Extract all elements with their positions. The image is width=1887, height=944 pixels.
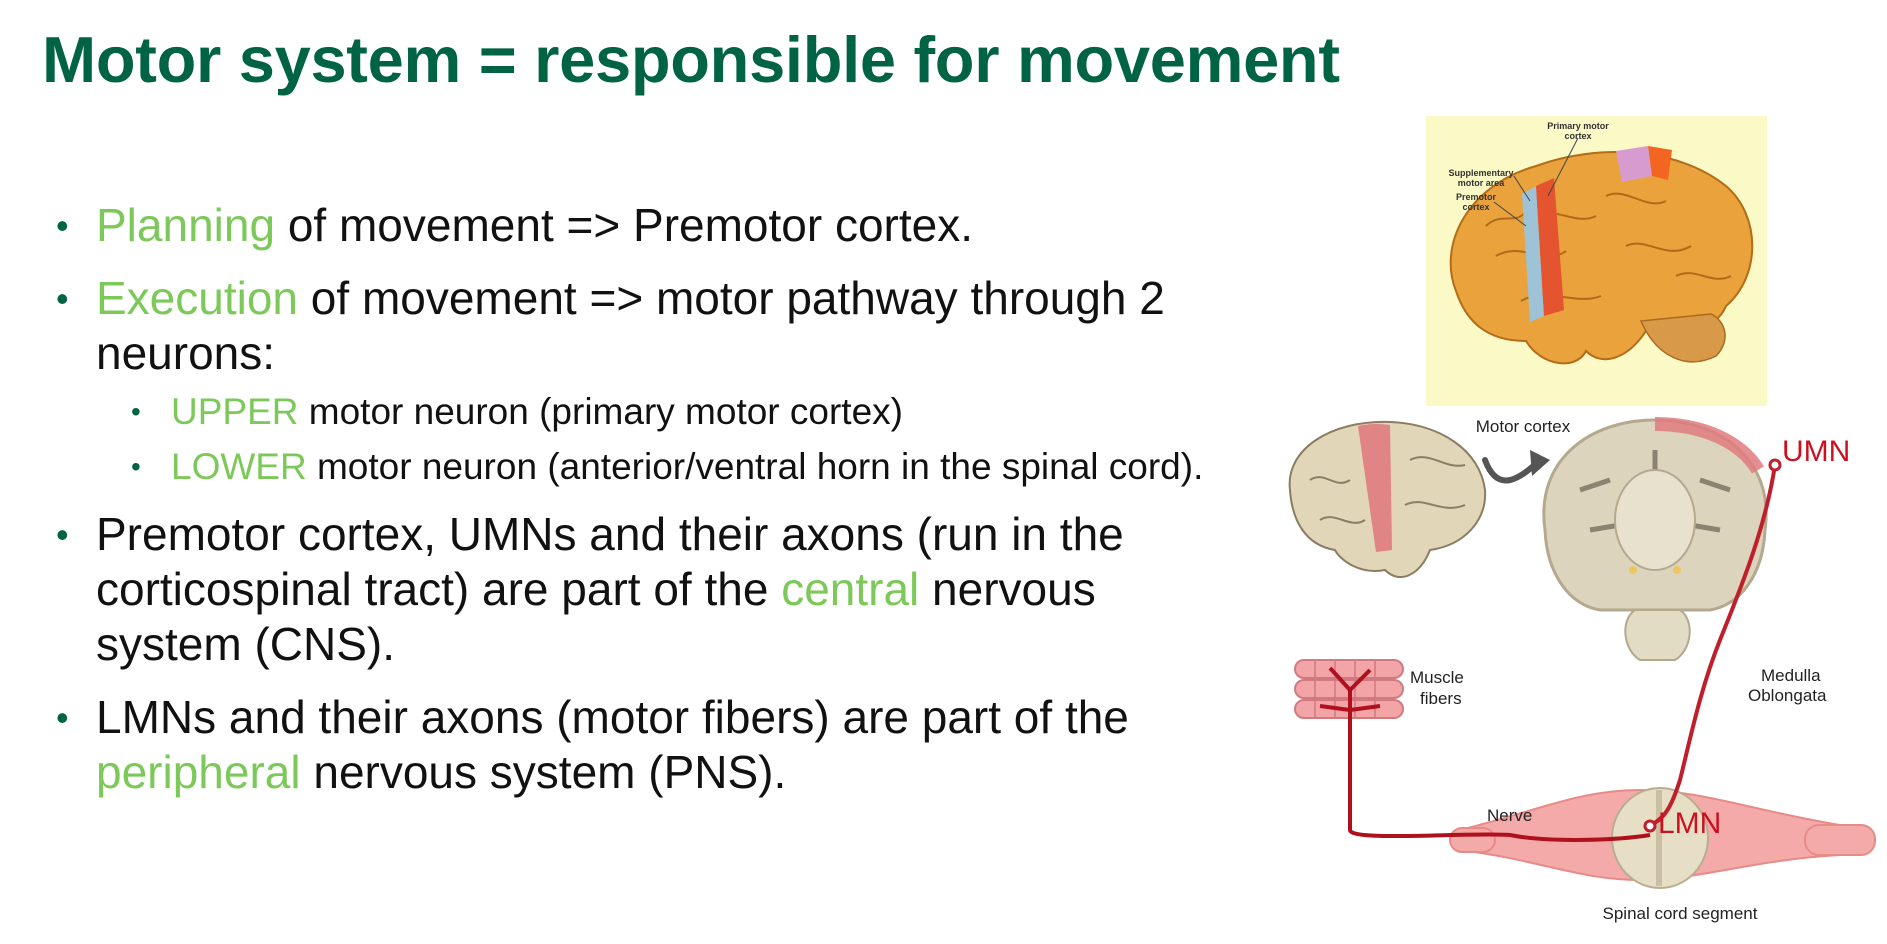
bullet-text: Premotor cortex, UMNs and their axons (r… [96,508,1124,615]
motor-pathway-diagram: Motor cortex Medulla Oblongata Muscle fi… [1288,417,1876,923]
label-muscle: Muscle [1410,668,1464,687]
bullet-dot: • [131,451,141,482]
highlight-execution: Execution [96,272,299,324]
brain-lateral-illustration: Primary motor cortex Supplementary motor… [1426,116,1767,406]
bullet-cns: • Premotor cortex, UMNs and their axons … [56,507,1206,672]
label-primary-motor-2: cortex [1564,131,1591,141]
bullet-execution: • Execution of movement => motor pathway… [56,271,1206,381]
lmn-cell-body [1643,819,1657,833]
nerve-root-right [1804,824,1876,856]
highlight-central: central [781,563,920,615]
bullet-text: of movement => motor pathway through 2 n… [96,272,1165,379]
upper-motor-neuron-axon [1647,464,1777,828]
primary-motor-cortex-region [1536,178,1564,316]
bullet-planning: • Planning of movement => Premotor corte… [56,198,1206,253]
leader-line [1513,175,1531,202]
label-spinal-cord-segment: Spinal cord segment [1603,904,1758,923]
bullet-text: motor neuron (anterior/ventral horn in t… [306,446,1204,487]
label-supplementary-2: motor area [1458,178,1506,188]
label-primary-motor: Primary motor [1547,121,1609,131]
bullet-text: nervous system (CNS). [96,563,1096,670]
leader-line [1493,201,1527,227]
supplementary-motor-area-region [1616,146,1652,182]
bullet-dot: • [56,278,69,319]
label-umn: UMN [1782,435,1850,468]
umn-cell-body [1768,458,1782,472]
arrow-head-icon [1530,450,1550,476]
highlight-lower: LOWER [171,446,307,487]
arrow-icon [1482,457,1541,484]
premotor-cortex-region [1522,186,1544,322]
bullet-dot: • [56,205,69,246]
label-premotor-2: cortex [1462,202,1489,212]
bullet-text: nervous system (PNS). [300,746,787,798]
leader-line [1547,137,1579,197]
label-medulla-2: Oblongata [1748,686,1827,705]
nerve-root-left [1449,827,1496,853]
label-lmn: LMN [1658,807,1721,840]
bullet-dot: • [131,396,141,427]
medulla-oblongata [1624,609,1691,661]
sub-bullet-lower: • LOWER motor neuron (anterior/ventral h… [131,444,1206,489]
highlight-upper: UPPER [171,391,299,432]
bullet-dot: • [56,514,69,555]
primary-motor-cortex-top [1648,146,1672,180]
bullet-list: • Planning of movement => Premotor corte… [56,198,1206,818]
bullet-dot: • [56,697,69,738]
label-nerve: Nerve [1487,806,1532,825]
bullet-text: motor neuron (primary motor cortex) [298,391,903,432]
bullet-pns: • LMNs and their axons (motor fibers) ar… [56,690,1206,800]
highlight-planning: Planning [96,199,276,251]
coronal-brain-section [1542,417,1768,612]
label-medulla: Medulla [1761,666,1821,685]
slide-title: Motor system = responsible for movement [42,23,1340,96]
highlight-peripheral: peripheral [96,746,301,798]
bullet-text: of movement => Premotor cortex. [275,199,973,251]
label-premotor: Premotor [1456,192,1497,202]
sub-bullet-upper: • UPPER motor neuron (primary motor cort… [131,389,1206,434]
small-brain-icon [1288,420,1487,579]
lower-motor-neuron-axon [1319,666,1651,842]
label-supplementary: Supplementary [1448,168,1513,178]
bullet-text: LMNs and their axons (motor fibers) are … [96,691,1129,743]
label-motor-cortex: Motor cortex [1476,417,1571,436]
sub-bullet-list: • UPPER motor neuron (primary motor cort… [56,389,1206,489]
label-muscle-2: fibers [1420,689,1462,708]
